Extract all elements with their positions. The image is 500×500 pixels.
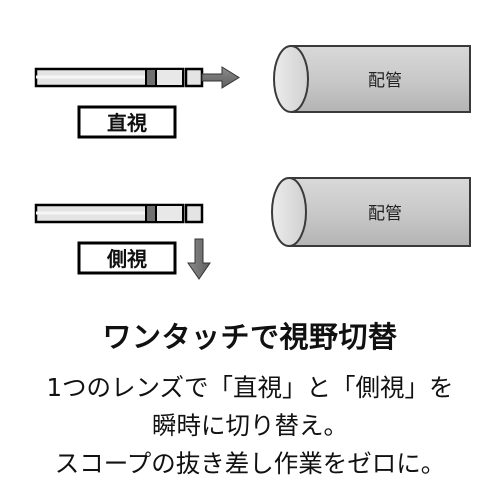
direct-view-label: 直視 — [107, 111, 147, 135]
scope-view-diagram: 直視 配管 側視 配管 — [34, 45, 471, 280]
direct-view-scope — [34, 67, 204, 88]
side-view-label-box: 側視 — [77, 241, 177, 275]
scope-tip-section — [145, 68, 157, 87]
headline: ワンタッチで視野切替 — [102, 320, 398, 354]
description-line-2: 瞬時に切り替え。 — [152, 411, 348, 440]
pipe-label-bottom: 配管 — [368, 204, 402, 224]
pipe-opening — [273, 45, 309, 113]
downward-arrow-icon — [187, 238, 211, 280]
scope-lens-cap — [184, 67, 204, 88]
description: 1つのレンズで「直視」と「側視」を 瞬時に切り替え。 スコープの抜き差し作業をゼ… — [0, 369, 500, 483]
description-line-3: スコープの抜き差し作業をゼロに。 — [54, 449, 446, 478]
pipe-bottom: 配管 — [271, 177, 471, 247]
scope-tip-section — [145, 204, 157, 223]
scope-lens-section — [155, 68, 184, 87]
description-line-1: 1つのレンズで「直視」と「側視」を — [46, 373, 454, 402]
pipe-top: 配管 — [273, 45, 471, 113]
direct-view-label-box: 直視 — [77, 105, 177, 139]
pipe-opening — [271, 177, 307, 247]
pipe-label-top: 配管 — [368, 71, 402, 91]
side-view-label: 側視 — [106, 247, 147, 271]
side-view-scope — [34, 203, 204, 224]
scope-lens-section — [155, 204, 184, 223]
scope-lens-cap — [184, 203, 204, 224]
forward-arrow-icon — [201, 66, 240, 89]
